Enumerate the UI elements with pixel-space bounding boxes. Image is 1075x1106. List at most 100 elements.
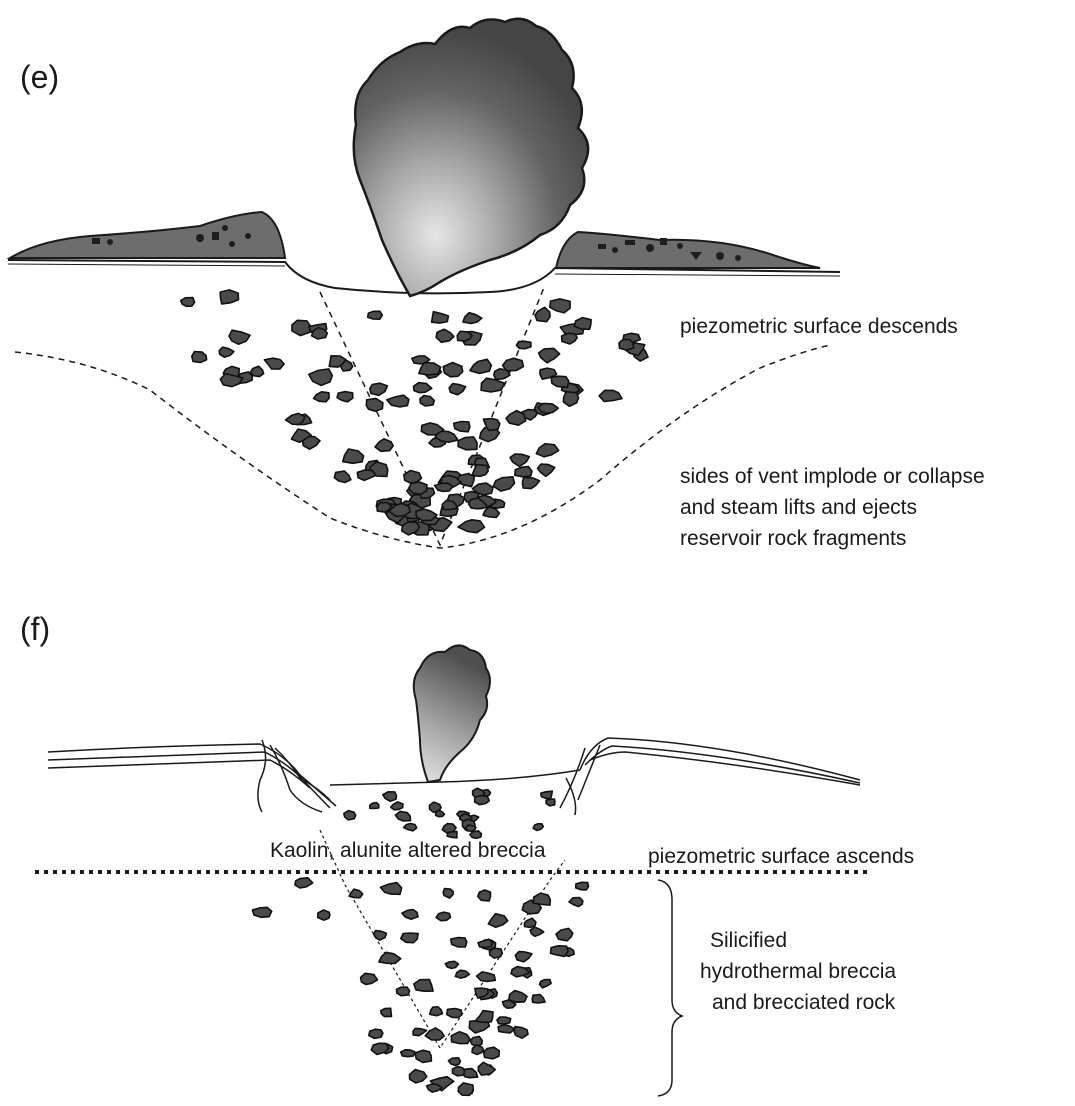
rock-fragment (599, 390, 622, 401)
rock-fragment (357, 470, 376, 480)
piezometric-caption-f: piezometric surface ascends (648, 845, 914, 868)
rock-fragment (414, 383, 432, 393)
panel-e: (e) piezometric surface descends sides o… (8, 19, 985, 550)
rock-fragment (404, 824, 417, 831)
panel-f: (f) Kaolin, alunite altered bre (20, 611, 914, 1096)
rock-fragment (494, 369, 510, 380)
rock-fragment (498, 1025, 514, 1033)
rock-fragment (436, 912, 450, 921)
rock-fragment (413, 1028, 427, 1035)
rock-fragments-e (181, 290, 648, 535)
rock-fragment (443, 363, 463, 377)
rock-fragment (472, 465, 488, 477)
rock-fragment (447, 1009, 462, 1018)
eruption-plume-e (354, 19, 588, 296)
rock-fragment (445, 961, 458, 968)
rock-fragment (402, 910, 418, 920)
rock-fragment (556, 928, 573, 940)
rock-fragment (458, 437, 477, 450)
panel-e-label: (e) (20, 59, 59, 95)
rock-fragment (454, 422, 470, 432)
rock-fragment (515, 467, 532, 477)
rock-fragment (401, 933, 418, 943)
rock-fragment (455, 970, 469, 978)
rock-fragment (574, 318, 591, 330)
rock-fragment (488, 914, 508, 928)
rock-fragment (546, 799, 555, 806)
rock-fragment (470, 831, 482, 839)
rock-fragment (250, 366, 263, 376)
rock-fragment (370, 803, 379, 809)
rock-fragment (563, 392, 578, 407)
rock-fragment (292, 320, 311, 335)
rock-fragment (530, 927, 544, 936)
depth-brace (658, 880, 682, 1096)
rock-fragment (375, 439, 393, 452)
rock-fragment (349, 889, 363, 898)
rock-fragment (533, 824, 543, 831)
vent-caption-line-2: and steam lifts and ejects (680, 496, 917, 519)
rock-fragment (538, 403, 558, 413)
rock-fragment (539, 348, 560, 362)
rock-fragment (478, 939, 493, 947)
rock-fragment (477, 972, 496, 982)
rock-fragment (452, 1066, 464, 1075)
rock-fragment (379, 952, 401, 963)
rock-fragment (522, 477, 539, 488)
rock-fragment (514, 1027, 528, 1039)
rock-fragment (576, 882, 589, 890)
rock-fragment (381, 883, 402, 895)
rock-fragment (449, 384, 466, 395)
rock-fragment (515, 952, 532, 962)
rock-fragment (551, 376, 569, 387)
rock-fragment (387, 395, 409, 407)
rock-fragment (219, 347, 234, 357)
rock-fragment (463, 313, 482, 324)
rock-fragment (314, 392, 330, 402)
rock-fragment (414, 980, 433, 992)
rock-fragment (532, 995, 545, 1003)
rock-fragment (181, 298, 195, 307)
rock-fragment (368, 311, 383, 319)
breccia-caption-line-3: and brecciated rock (712, 991, 896, 1014)
rock-fragment (415, 1050, 431, 1062)
rock-fragment (536, 444, 558, 457)
rock-fragment (472, 1045, 484, 1055)
rock-fragment (540, 980, 552, 988)
rock-fragment (361, 973, 378, 984)
rock-fragment (493, 477, 514, 491)
rock-fragment (484, 1047, 500, 1059)
rock-fragment (264, 358, 284, 369)
rock-fragment (475, 1011, 493, 1023)
alteration-caption: Kaolin, alunite altered breccia (270, 839, 546, 862)
rock-fragment (425, 1028, 444, 1040)
ejecta-deposit-right (556, 232, 820, 268)
rock-fragment (286, 413, 305, 424)
rock-fragment (497, 1017, 511, 1024)
rock-fragment (451, 1032, 470, 1044)
rock-fragment (436, 810, 445, 817)
rock-fragment (192, 352, 207, 363)
rock-fragment (506, 411, 526, 426)
rock-fragment (337, 392, 353, 402)
rock-fragment (343, 449, 364, 463)
rock-fragment (524, 918, 536, 927)
vent-caption-line-3: reservoir rock fragments (680, 527, 906, 550)
rock-fragment (404, 471, 422, 484)
rock-fragment (541, 791, 553, 798)
rock-fragment (401, 1050, 415, 1057)
rock-fragments-f (252, 788, 588, 1095)
rock-fragment (295, 878, 313, 888)
rock-fragment (370, 383, 388, 395)
rock-fragment (427, 1084, 443, 1092)
rock-fragment (481, 378, 505, 392)
rock-fragment (550, 299, 570, 313)
rock-fragment (410, 1070, 427, 1083)
vent-cone-f (320, 830, 565, 1048)
rock-fragment (391, 802, 403, 810)
rock-fragment (344, 811, 356, 820)
rock-fragment (503, 358, 524, 371)
eruption-plume-f (414, 645, 490, 782)
rock-fragment (619, 339, 634, 350)
rock-fragment (383, 792, 397, 802)
